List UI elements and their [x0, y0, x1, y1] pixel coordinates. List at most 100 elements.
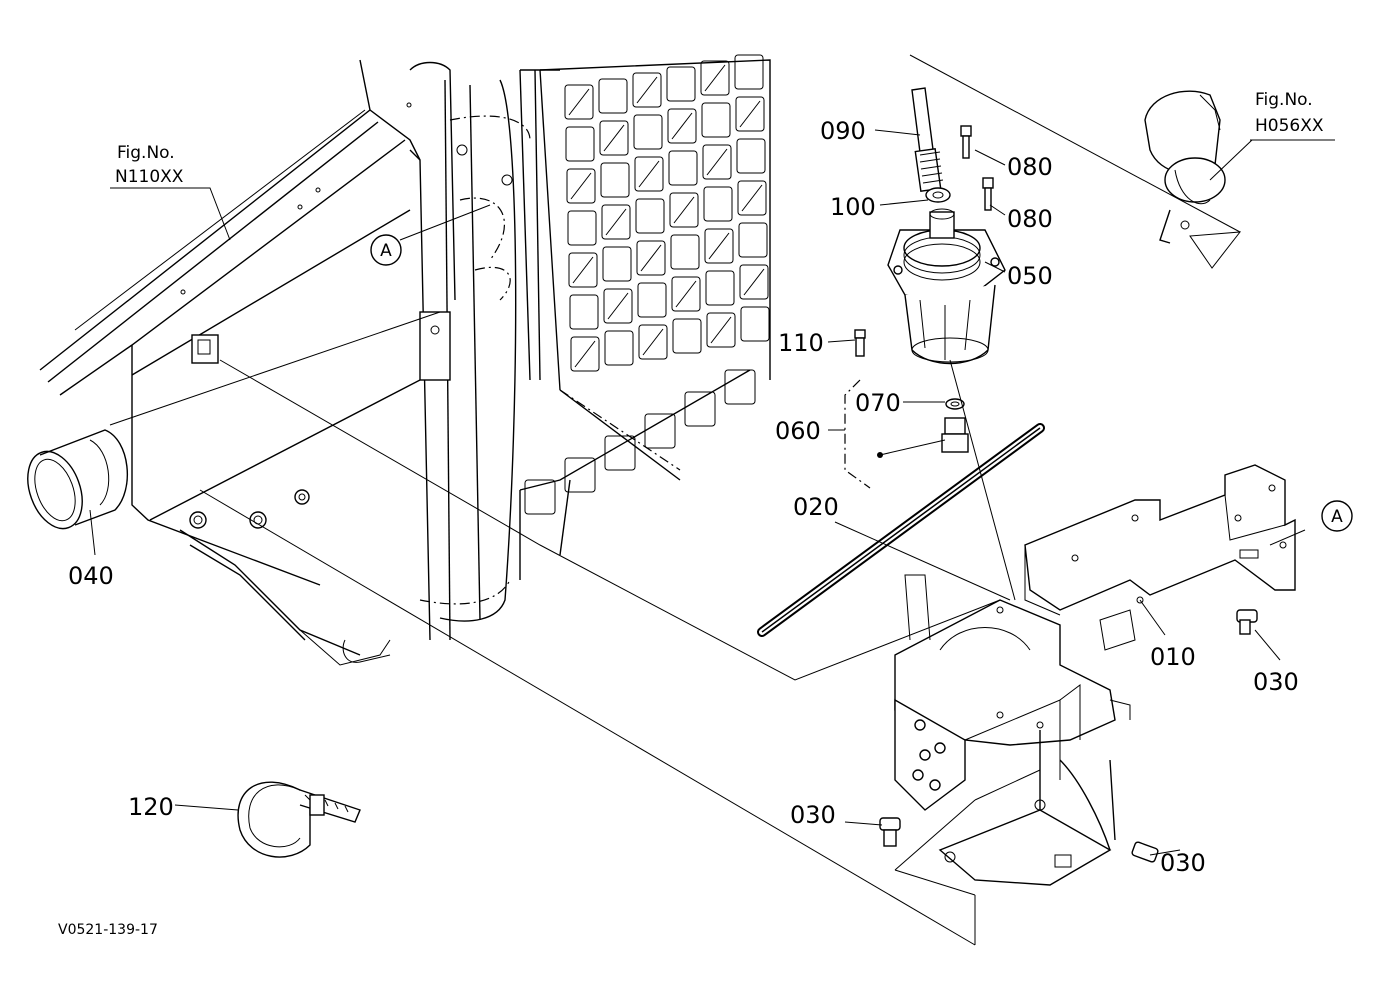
fittings-part-drawing [844, 329, 969, 489]
mesh-cell [635, 198, 665, 234]
mesh-cell [602, 246, 632, 282]
mesh-cell-hatch [605, 208, 627, 236]
mesh-cell [735, 96, 765, 132]
mesh-cell-hatch [574, 340, 596, 368]
part-label-080-lower: 080 [1007, 205, 1053, 233]
mesh-cell [569, 294, 599, 330]
rod-part-drawing [757, 423, 1045, 637]
mesh-cell [700, 60, 730, 96]
sleeve-part-drawing [27, 429, 128, 530]
valve-part-drawing [887, 208, 1006, 365]
mesh-cell [567, 210, 597, 246]
mesh-cell [638, 324, 668, 360]
mesh-cell [702, 144, 732, 180]
mesh-cell [564, 84, 594, 120]
callout-a-right: A [1321, 500, 1353, 532]
mesh-cell [701, 102, 731, 138]
mesh-cell-hatch [704, 64, 726, 92]
bracket-part-drawing [1024, 464, 1296, 651]
part-label-020: 020 [793, 493, 839, 521]
part-label-040: 040 [68, 562, 114, 590]
mesh-cell [734, 54, 764, 90]
drawing-code: V0521-139-17 [58, 922, 158, 938]
fig-ref-h056xx-line2: H056XX [1255, 116, 1324, 136]
mesh-cell [737, 180, 767, 216]
mesh-cell-hatch [708, 232, 730, 260]
mesh-cell-hatch [675, 280, 697, 308]
mesh-cell [636, 240, 666, 276]
callout-a-left: A [370, 234, 402, 266]
mesh-cell-hatch [741, 184, 763, 212]
callout-a-left-letter: A [380, 241, 392, 261]
cable-tie-part-drawing [237, 781, 361, 858]
part-label-060: 060 [775, 417, 821, 445]
mesh-cell-lower [604, 435, 636, 471]
part-label-030-bottom: 030 [1160, 849, 1206, 877]
part-label-030-right: 030 [1253, 668, 1299, 696]
mesh-cell-lower [684, 391, 716, 427]
mesh-cell [670, 234, 700, 270]
figure-references: Fig.No. N110XX Fig.No. H056XX [115, 90, 1324, 187]
mesh-cell [598, 78, 628, 114]
mesh-cell [603, 288, 633, 324]
mesh-cell [705, 270, 735, 306]
mesh-grille-drawing [519, 54, 771, 580]
mesh-cell [599, 120, 629, 156]
part-label-110: 110 [778, 329, 824, 357]
mesh-cell [565, 126, 595, 162]
part-label-070: 070 [855, 389, 901, 417]
part-label-030-left: 030 [790, 801, 836, 829]
mesh-cell [739, 264, 769, 300]
part-label-010: 010 [1150, 643, 1196, 671]
mesh-cell-hatch [638, 160, 660, 188]
mesh-cell-hatch [640, 244, 662, 272]
cab-panel-drawing [39, 59, 560, 666]
mesh-cell [570, 336, 600, 372]
housing-part-drawing [879, 574, 1258, 886]
mesh-cell-hatch [673, 196, 695, 224]
mesh-cell [671, 276, 701, 312]
mesh-cell [703, 186, 733, 222]
mesh-cell [601, 204, 631, 240]
mesh-cell [634, 156, 664, 192]
mesh-cell-hatch [706, 148, 728, 176]
mesh-cell-hatch [739, 100, 761, 128]
mesh-cell-lower [564, 457, 596, 493]
mesh-cell [568, 252, 598, 288]
mesh-cell-hatch [743, 268, 765, 296]
mesh-cell [666, 66, 696, 102]
mesh-cell [669, 192, 699, 228]
part-label-100: 100 [830, 193, 876, 221]
part-label-120: 120 [128, 793, 174, 821]
mesh-cell-hatch [568, 88, 590, 116]
fig-ref-n110xx-line2: N110XX [115, 167, 184, 187]
mesh-cell-lower [724, 369, 756, 405]
mesh-cell [566, 168, 596, 204]
mesh-cell-hatch [572, 256, 594, 284]
mesh-cell [706, 312, 736, 348]
mesh-cell-lower [524, 479, 556, 515]
mesh-cell [704, 228, 734, 264]
mesh-cell [740, 306, 770, 342]
mesh-cell [632, 72, 662, 108]
mesh-cell-hatch [710, 316, 732, 344]
ref-figure-drawing [1144, 90, 1226, 244]
mesh-cell-lower [644, 413, 676, 449]
mesh-cell [633, 114, 663, 150]
mesh-cell [668, 150, 698, 186]
mesh-cell [672, 318, 702, 354]
part-label-050: 050 [1007, 262, 1053, 290]
callout-a-right-letter: A [1331, 507, 1343, 527]
leader-lines [89, 54, 1335, 946]
mesh-cell [667, 108, 697, 144]
part-label-080-upper: 080 [1007, 153, 1053, 181]
mesh-cell [604, 330, 634, 366]
mesh-cell-hatch [603, 124, 625, 152]
part-labels: 090 080 080 100 050 110 070 060 020 010 … [68, 117, 1299, 877]
fig-ref-h056xx-line1: Fig.No. [1255, 90, 1313, 110]
mesh-cell-hatch [570, 172, 592, 200]
fig-ref-n110xx-line1: Fig.No. [117, 143, 175, 163]
mesh-cell-hatch [636, 76, 658, 104]
part-label-090: 090 [820, 117, 866, 145]
